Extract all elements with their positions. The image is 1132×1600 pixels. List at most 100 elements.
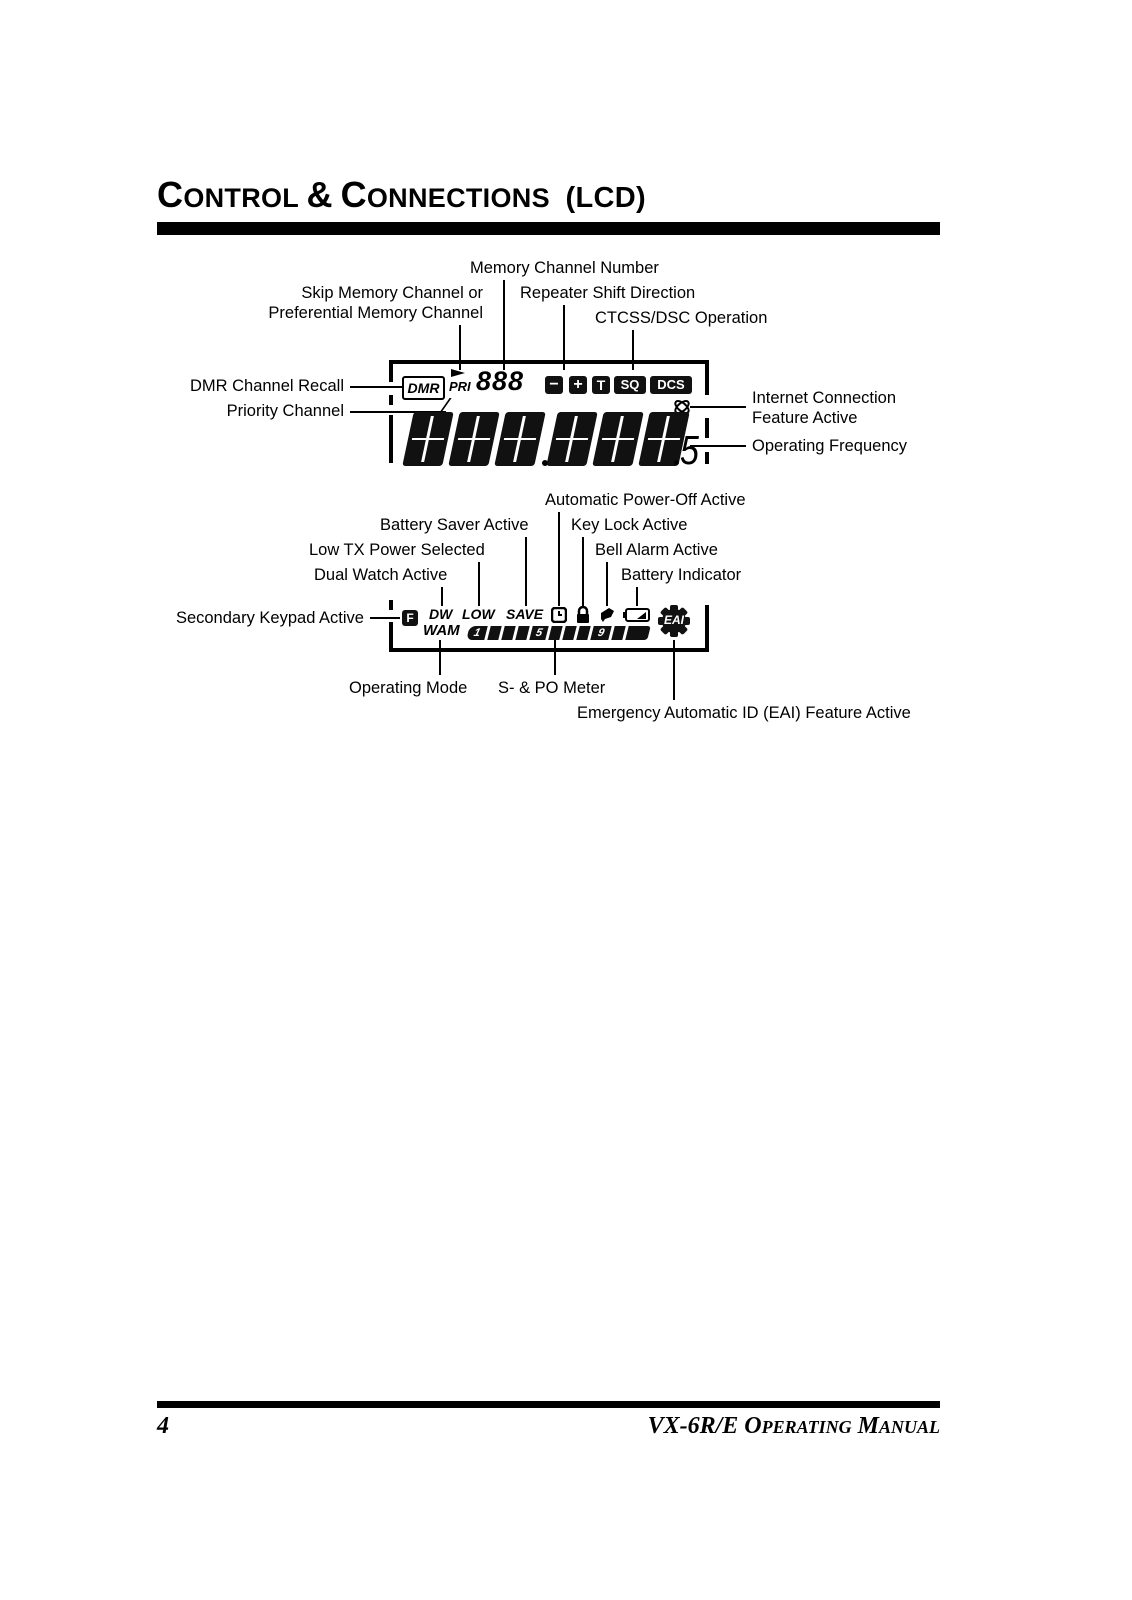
lcd-frame-right xyxy=(705,452,709,464)
leader-line xyxy=(563,305,565,370)
label-skip-memory-2: Preferential Memory Channel xyxy=(268,304,483,322)
label-operating-mode: Operating Mode xyxy=(349,679,468,697)
f-secondary-icon: F xyxy=(402,610,418,626)
leader-line xyxy=(350,386,402,388)
frequency-digit xyxy=(546,412,598,466)
leader-line xyxy=(525,537,527,606)
lcd-frame-bottom xyxy=(389,648,709,652)
title-cap: C xyxy=(157,174,184,215)
label-ctcss-dcs: CTCSS/DSC Operation xyxy=(595,309,768,327)
leader-line xyxy=(554,640,556,675)
manual-title-smallcaps: ANUAL xyxy=(878,1417,940,1437)
label-priority-channel: Priority Channel xyxy=(226,402,344,420)
meter-segment xyxy=(515,626,530,640)
battery-icon xyxy=(623,608,650,622)
leader-line xyxy=(632,330,634,370)
manual-title-main: M xyxy=(851,1413,879,1439)
label-battery-indicator: Battery Indicator xyxy=(621,566,742,584)
label-auto-power-off: Automatic Power-Off Active xyxy=(545,491,746,509)
page-number: 4 xyxy=(157,1413,169,1439)
page-title: CONTROL & CONNECTIONS (LCD) xyxy=(157,174,646,216)
leader-line xyxy=(478,562,480,606)
lcd-frame-left xyxy=(389,600,393,610)
title-word: ONTROL xyxy=(183,183,299,213)
dcs-icon: DCS xyxy=(650,376,692,394)
frequency-digit xyxy=(402,412,454,466)
label-bell-alarm: Bell Alarm Active xyxy=(595,541,718,559)
label-s-po-meter: S- & PO Meter xyxy=(498,679,606,697)
label-skip-memory-1: Skip Memory Channel or xyxy=(301,284,483,302)
eai-label: EAI xyxy=(663,613,684,627)
label-key-lock: Key Lock Active xyxy=(571,516,688,534)
frequency-digit xyxy=(448,412,500,466)
leader-line xyxy=(636,587,638,606)
meter-segment: 5 xyxy=(529,626,549,640)
leader-line xyxy=(350,411,446,413)
auto-power-off-icon xyxy=(551,607,567,623)
label-repeater-shift: Repeater Shift Direction xyxy=(520,284,696,302)
minus-shift-icon: − xyxy=(545,376,563,394)
meter-segment: 1 xyxy=(466,626,488,640)
eai-badge-icon xyxy=(658,605,690,637)
label-memory-channel-number: Memory Channel Number xyxy=(470,259,659,277)
memory-channel-digits: 888 xyxy=(476,366,525,396)
lcd-frame-left xyxy=(389,622,393,652)
label-battery-saver: Battery Saver Active xyxy=(380,516,529,534)
tone-icon: T xyxy=(592,376,610,394)
lcd-frame-left xyxy=(389,360,393,382)
leader-line xyxy=(606,562,608,606)
manual-title: VX-6R/E OPERATING MANUAL xyxy=(648,1413,940,1440)
low-indicator: LOW xyxy=(462,606,495,622)
lcd-frame-right xyxy=(705,605,709,652)
plus-shift-icon: + xyxy=(569,376,587,394)
meter-segment xyxy=(548,626,563,640)
leader-line xyxy=(690,445,746,447)
label-eai: Emergency Automatic ID (EAI) Feature Act… xyxy=(577,704,911,722)
sq-icon: SQ xyxy=(614,376,646,394)
lcd-frame-right xyxy=(705,360,709,395)
lcd-frame-right xyxy=(705,418,709,438)
frequency-digit xyxy=(494,412,546,466)
decimal-point xyxy=(674,460,679,465)
lcd-frame-left xyxy=(389,395,393,405)
dw-indicator: DW xyxy=(429,606,453,622)
title-word: ONNECTIONS xyxy=(366,183,550,213)
title-amp: & xyxy=(306,174,333,215)
meter-segment: 9 xyxy=(590,626,612,640)
manual-title-main: VX-6R/E O xyxy=(647,1413,762,1439)
manual-title-smallcaps: PERATING xyxy=(761,1417,852,1437)
title-cap: C xyxy=(340,174,367,215)
meter-segment xyxy=(576,626,591,640)
meter-segment xyxy=(611,626,626,640)
leader-line xyxy=(673,640,675,700)
label-dmr-recall: DMR Channel Recall xyxy=(189,377,344,395)
leader-line xyxy=(690,406,746,408)
leader-line xyxy=(459,325,461,370)
bell-alarm-icon xyxy=(601,608,614,622)
key-lock-icon xyxy=(577,606,589,623)
footer-rule xyxy=(157,1401,940,1408)
leader-line xyxy=(582,537,584,606)
label-secondary-keypad: Secondary Keypad Active xyxy=(175,609,364,627)
dmr-indicator: DMR xyxy=(402,376,445,400)
title-rule xyxy=(157,222,940,235)
pri-indicator: PRI xyxy=(449,379,471,394)
leader-line xyxy=(558,512,560,606)
meter-segment xyxy=(487,626,502,640)
pri-flag-icon xyxy=(451,369,465,377)
frequency-digit xyxy=(592,412,644,466)
frequency-suffix-digit: 5 xyxy=(680,428,699,474)
leader-line xyxy=(370,617,400,619)
lcd-frame-left xyxy=(389,415,393,463)
label-internet-2: Feature Active xyxy=(752,409,858,427)
label-internet-1: Internet Connection xyxy=(752,389,897,407)
title-suffix: (LCD) xyxy=(565,182,646,214)
leader-line xyxy=(441,587,443,606)
operating-mode-indicator: WAM xyxy=(423,622,460,639)
label-dual-watch: Dual Watch Active xyxy=(314,566,448,584)
lcd-frame-top xyxy=(389,360,709,364)
decimal-point xyxy=(542,460,548,466)
meter-segment xyxy=(625,626,651,640)
leader-line xyxy=(439,640,441,675)
leader-line xyxy=(503,280,505,370)
